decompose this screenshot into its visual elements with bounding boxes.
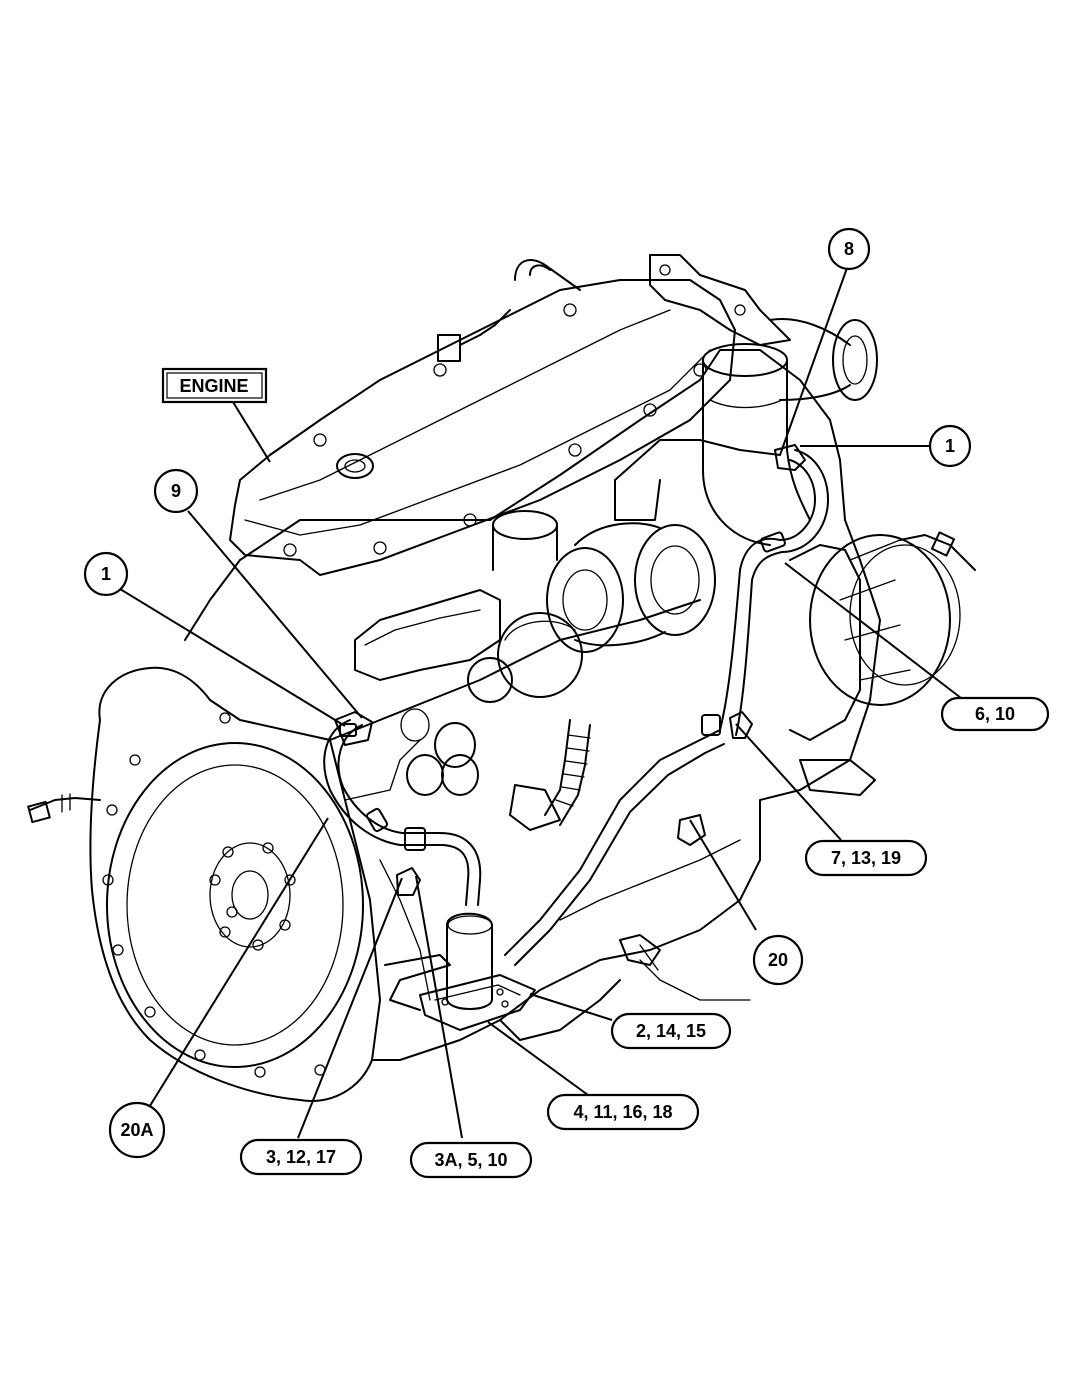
callout-8: 8 xyxy=(827,227,871,271)
leader-20a xyxy=(147,817,329,1110)
leader-8 xyxy=(779,267,848,456)
callout-2-14-15-text: 2, 14, 15 xyxy=(636,1021,706,1041)
callout-4-11-16-18: 4, 11, 16, 18 xyxy=(546,1093,700,1131)
callout-3-12-17: 3, 12, 17 xyxy=(239,1138,363,1176)
callout-3a-5-10-text: 3A, 5, 10 xyxy=(434,1150,507,1170)
callout-20a-text: 20A xyxy=(120,1120,153,1140)
leader-4-11-16-18 xyxy=(487,1021,589,1096)
leader-2-14-15 xyxy=(529,993,613,1021)
callout-6-10: 6, 10 xyxy=(940,696,1050,732)
callout-2-14-15: 2, 14, 15 xyxy=(610,1012,732,1050)
callout-1-right-text: 1 xyxy=(945,436,955,456)
leader-lines xyxy=(119,267,962,1139)
leader-6-10 xyxy=(784,562,962,699)
engine-label: ENGINE xyxy=(161,367,268,404)
callout-3a-5-10: 3A, 5, 10 xyxy=(409,1141,533,1179)
callouts: ENGINE 8 1 9 1 20 20A 6, 10 xyxy=(83,227,1050,1179)
leader-engine xyxy=(232,401,271,463)
callout-20-text: 20 xyxy=(768,950,788,970)
leader-20 xyxy=(689,819,757,931)
leader-3a-5-10 xyxy=(415,875,463,1139)
leader-3-12-17 xyxy=(297,877,403,1139)
callout-6-10-text: 6, 10 xyxy=(975,704,1015,724)
engine-label-text: ENGINE xyxy=(179,376,248,396)
callout-1-left: 1 xyxy=(83,551,129,597)
callout-1-right: 1 xyxy=(928,424,972,468)
callout-1-left-text: 1 xyxy=(101,564,111,584)
callout-20a: 20A xyxy=(108,1101,166,1159)
leader-7-13-19 xyxy=(735,723,842,841)
leader-9 xyxy=(187,510,363,719)
callout-9: 9 xyxy=(153,468,199,514)
leader-1-left xyxy=(119,588,346,727)
callout-4-11-16-18-text: 4, 11, 16, 18 xyxy=(573,1102,672,1122)
callout-9-text: 9 xyxy=(171,481,181,501)
callout-7-13-19-text: 7, 13, 19 xyxy=(831,848,901,868)
callout-20: 20 xyxy=(752,934,804,986)
callout-3-12-17-text: 3, 12, 17 xyxy=(266,1147,336,1167)
callout-8-text: 8 xyxy=(844,239,854,259)
callout-7-13-19: 7, 13, 19 xyxy=(804,839,928,877)
